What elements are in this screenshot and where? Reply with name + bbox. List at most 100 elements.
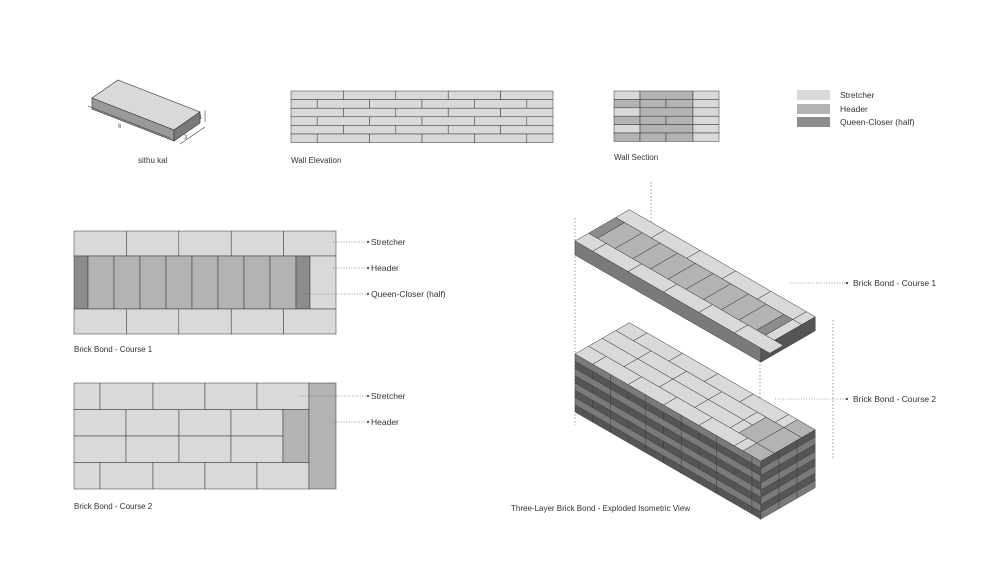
iso-caption: Three-Layer Brick Bond - Exploded Isomet… [511,504,690,513]
iso-course1-slab [574,209,816,363]
legend-swatch-stretcher [797,90,830,100]
elevation-brick [500,125,554,135]
elevation-brick [290,107,344,118]
elevation-brick [526,116,554,126]
course1-header [87,255,115,310]
section-stretcher [692,124,720,134]
legend-swatch-closer [797,117,830,127]
course1-stretcher [73,230,127,257]
iso-block-end-brick [796,480,816,499]
course1-stretcher [73,308,127,335]
dim-line-length [87,105,171,139]
elevation-brick [290,125,344,135]
section-header [613,99,641,109]
elevation-brick [316,99,370,109]
elevation-brick [474,133,528,143]
legend-label-closer: Queen-Closer (half) [840,117,915,127]
elevation-brick [343,90,397,100]
elevation-brick [500,107,554,118]
course2-stretcher [125,409,180,437]
course2-stretcher [73,462,101,490]
callout-dot [366,292,370,296]
elevation-brick [447,90,501,100]
elevation-brick [447,125,501,135]
elevation-brick [421,116,475,126]
iso-course2-block [574,322,816,520]
course2-stretcher [152,462,206,490]
legend-swatch-header [797,104,830,114]
section-stretcher [692,132,720,142]
course2-stretcher [125,435,180,463]
course2-header [308,382,337,490]
course2-stretcher [178,409,232,437]
course1-stretcher [178,230,232,257]
course2-stretcher [73,382,101,410]
brick-side-face [173,111,201,142]
course1-callout-closer: Queen-Closer (half) [371,289,446,299]
course1-stretcher [230,308,284,335]
elevation-caption: Wall Elevation [291,156,341,165]
elevation-brick [474,116,528,126]
course1-stretcher [230,230,284,257]
elevation-brick [343,125,397,135]
dim-length-label: 6 [118,124,122,130]
dim-width-label: 3 [184,135,188,141]
callout-dot [845,397,849,401]
section-header [665,132,694,142]
section-header [639,132,667,142]
course1-stretcher [178,308,232,335]
callout-dot [366,240,370,244]
section-header [639,124,694,134]
course2-plan [73,382,337,490]
course2-header [282,409,310,463]
course1-header [139,255,167,310]
legend-label-stretcher: Stretcher [840,90,875,100]
callout-dot [366,394,370,398]
course2-callout-stretcher: Stretcher [371,391,406,401]
course2-stretcher [204,382,258,410]
course1-callouts: Stretcher Header Queen-Closer (half) [305,237,446,299]
elevation-brick [395,125,449,135]
elevation-brick [316,116,370,126]
iso-label-course1: Brick Bond - Course 1 [853,278,936,288]
section-stretcher [613,90,641,100]
callout-dot [366,420,370,424]
iso-slab-stretcher [765,319,803,341]
course1-stretcher [126,230,180,257]
course1-caption: Brick Bond - Course 1 [74,345,153,354]
elevation-brick [395,90,449,100]
section-header [639,90,694,100]
elevation-brick [421,99,475,109]
course1-callout-stretcher: Stretcher [371,237,406,247]
elevation-brick [500,90,554,100]
dim-line-width [179,126,206,145]
course2-stretcher [256,382,310,410]
course2-stretcher [230,435,284,463]
section-stretcher [692,115,720,125]
iso-block-header [756,427,803,454]
elevation-brick [290,116,318,126]
single-brick: 6 3 1 sithu kal [87,79,206,165]
elevation-brick [343,107,397,118]
iso-label-course2: Brick Bond - Course 2 [853,394,936,404]
section-stretcher [613,124,641,134]
course2-caption: Brick Bond - Course 2 [74,502,153,511]
course1-header [243,255,271,310]
elevation-brick [290,99,318,109]
course2-callouts: Stretcher Header [300,391,406,427]
section-header [639,115,667,125]
course1-stretcher [283,308,337,335]
course2-stretcher [230,409,284,437]
callout-dot [366,266,370,270]
elevation-brick [526,133,554,143]
brick-caption: sithu kal [138,156,168,165]
course1-queen-closer [73,255,89,310]
elevation-brick [447,107,501,118]
section-header [613,115,641,125]
elevation-brick [290,90,344,100]
wall-section [613,90,720,142]
section-header [665,115,694,125]
legend: Stretcher Header Queen-Closer (half) [797,90,915,127]
